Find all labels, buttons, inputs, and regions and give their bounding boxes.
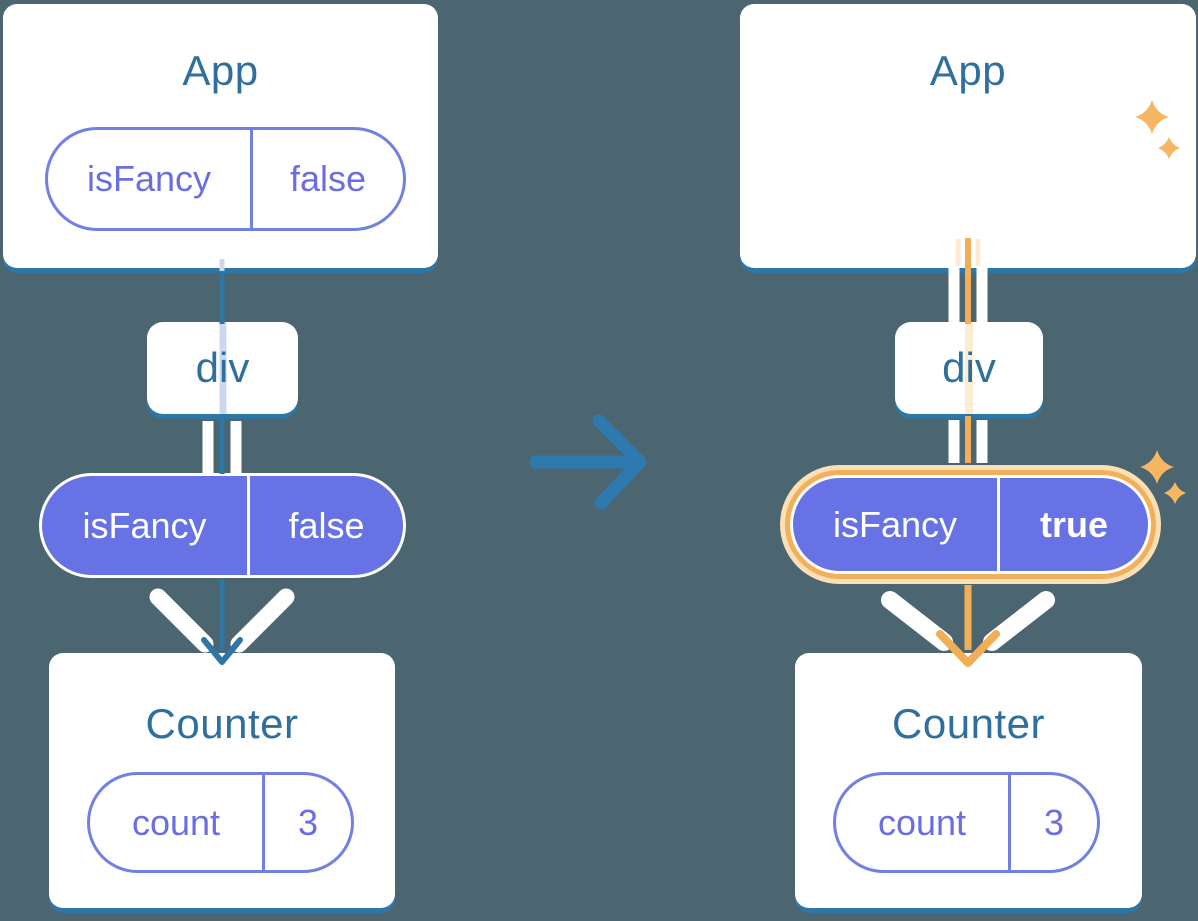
prop-label: isFancy: [42, 476, 250, 575]
right-counter-state-pill: count 3: [833, 772, 1100, 873]
right-app-card: App isFancy true: [740, 4, 1196, 268]
right-flow-arrow-down-highlighted: [881, 238, 1055, 667]
left-flow-arrow-down: [149, 259, 295, 665]
right-prop-pill-highlighted: isFancy true: [793, 478, 1148, 571]
prop-value: false: [288, 504, 365, 546]
right-div-title: div: [942, 344, 996, 391]
state-label: count: [836, 775, 1011, 870]
sparkle-icon: [1164, 482, 1186, 504]
left-app-title: App: [182, 47, 259, 94]
right-counter-title: Counter: [892, 700, 1045, 747]
right-div-card: div: [895, 322, 1043, 414]
prop-label: isFancy: [793, 478, 1000, 571]
pass-through-stripe: [965, 322, 973, 414]
prop-value: true: [1039, 503, 1108, 545]
left-div-card: div: [147, 322, 298, 414]
left-prop-pill: isFancy false: [42, 476, 403, 575]
right-app-title: App: [929, 47, 1007, 94]
state-label: isFancy: [48, 130, 253, 228]
left-app-state-pill: isFancy false: [45, 127, 406, 231]
left-counter-title: Counter: [145, 700, 299, 747]
arrow-right-icon: [529, 414, 647, 510]
state-value: 3: [1043, 801, 1065, 843]
left-app-card: App isFancy false: [3, 4, 438, 268]
state-value: false: [289, 158, 367, 199]
state-label: count: [90, 775, 265, 870]
state-value: 3: [297, 801, 319, 843]
pass-through-stripe: [219, 322, 226, 414]
left-div-title: div: [195, 344, 250, 391]
left-counter-state-pill: count 3: [87, 772, 354, 873]
